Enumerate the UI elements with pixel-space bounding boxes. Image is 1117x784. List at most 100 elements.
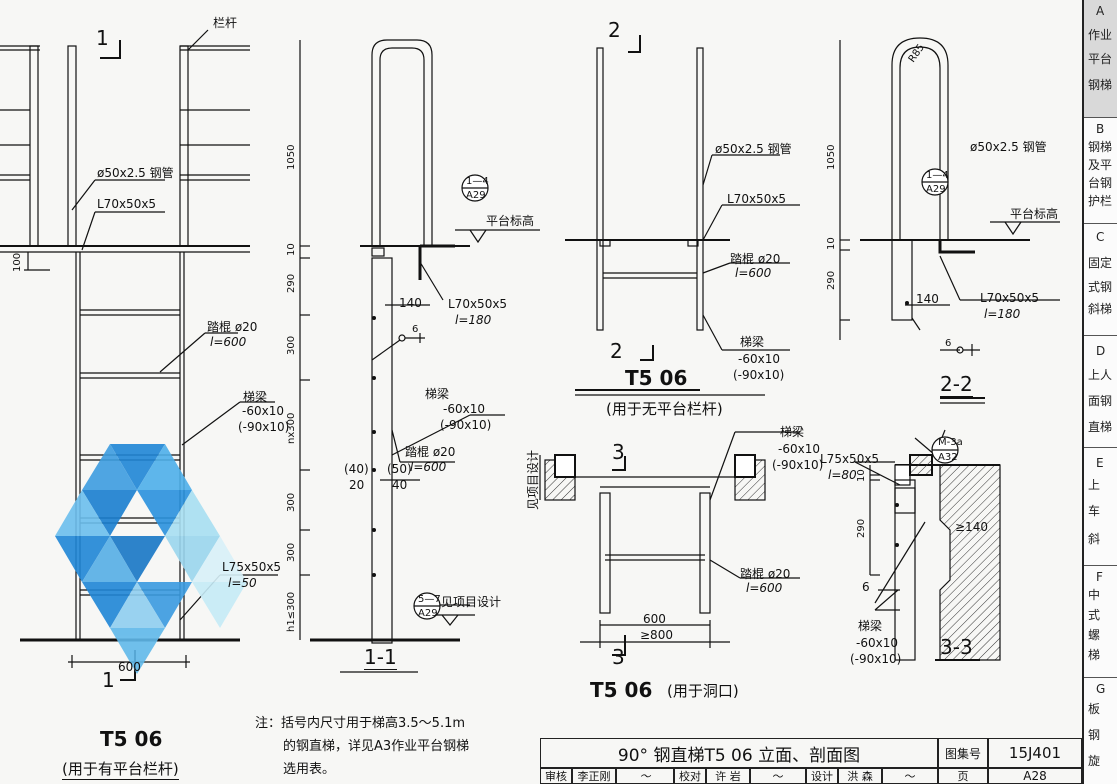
- section-3-3-title: 3-3: [940, 635, 973, 660]
- dim-300-a: 300: [286, 335, 297, 355]
- label-angle: L70x50x5: [97, 197, 157, 211]
- dim-40: 40: [392, 478, 408, 492]
- label-railing: 栏杆: [213, 16, 238, 30]
- beam-a-1-1: -60x10: [443, 402, 485, 416]
- ref-3-3-b: A32: [938, 452, 958, 463]
- dim-10-2-2: 10: [826, 237, 837, 250]
- dim-290: 290: [286, 273, 297, 293]
- dim-300-c: 300: [286, 542, 297, 562]
- reviewer-name: 李正刚: [572, 768, 616, 784]
- dim-290-3-3: 290: [856, 518, 867, 538]
- beam-label-1-1: 梯梁: [425, 387, 450, 401]
- designer-name: 洪 森: [838, 768, 882, 784]
- beam-b-3-3: (-90x10): [850, 652, 902, 666]
- page-label: 页: [938, 768, 988, 784]
- index-item-f[interactable]: F 中 式 螺 梯: [1084, 566, 1117, 678]
- ref-top-a: 1—4: [466, 176, 489, 187]
- dim-300-b: 300: [286, 492, 297, 512]
- ref-2-2-b: A29: [926, 184, 946, 195]
- angle-label-2: L70x50x5: [727, 192, 787, 206]
- beam-a-2: -60x10: [738, 352, 780, 366]
- atlas-label: 图集号: [938, 738, 988, 768]
- beam-a-3: -60x10: [778, 442, 820, 456]
- project-design-3: 见项目设计: [526, 449, 540, 510]
- design-label: 设计: [806, 768, 838, 784]
- watermark-logo: [55, 444, 247, 674]
- index-item-e[interactable]: E 上 车 斜: [1084, 448, 1117, 566]
- section-1-1-title: 1-1: [364, 645, 397, 670]
- section-mark-1-top: 1: [96, 26, 109, 50]
- page-number: A28: [988, 768, 1082, 784]
- label-beam: 梯梁: [243, 390, 268, 404]
- angle-length-3-3: l=80: [828, 468, 857, 482]
- index-item-c[interactable]: C 固定 式钢 斜梯: [1084, 224, 1117, 336]
- rung-label-3: 踏棍 ø20: [740, 567, 791, 581]
- rung-length-3: l=600: [746, 581, 783, 595]
- label-pipe: ø50x2.5 钢管: [97, 166, 174, 180]
- ref-3-3-a: M-3a: [938, 437, 963, 448]
- label-beam-a: -60x10: [242, 404, 284, 418]
- opening-view-subtitle: (用于洞口): [667, 682, 739, 700]
- left-view-title: T5 06: [100, 727, 163, 751]
- dim-800-3: ≥800: [640, 628, 673, 642]
- rung-length-2: l=600: [735, 266, 772, 280]
- checker-name: 许 岩: [706, 768, 750, 784]
- dim-100: 100: [12, 252, 23, 272]
- rung-length-1-1: l=600: [410, 460, 447, 474]
- platform-elevation-2-2: 平台标高: [1010, 207, 1059, 221]
- dim-140-3-3: ≥140: [955, 520, 988, 534]
- beam-label-3: 梯梁: [780, 425, 805, 439]
- note-line-3: 选用表。: [283, 762, 336, 777]
- section-2-2-title: 2-2: [940, 372, 973, 397]
- dim-10-3-3: 10: [856, 469, 867, 482]
- dim-290-2-2: 290: [826, 270, 837, 290]
- review-label: 审核: [540, 768, 572, 784]
- section-mark-3-top: 3: [612, 440, 625, 464]
- label-angle-2: L75x50x5: [222, 560, 282, 574]
- dim-20: 20: [349, 478, 365, 492]
- beam-label-2: 梯梁: [740, 335, 765, 349]
- ref-bottom-a: 5—7: [418, 594, 441, 605]
- angle-length-1-1: l=180: [455, 313, 492, 327]
- label-rung-length: l=600: [210, 335, 247, 349]
- dim-140-2-2: 140: [916, 292, 939, 306]
- no-rail-view-subtitle: (用于无平台栏杆): [606, 400, 723, 418]
- label-rung: 踏棍 ø20: [207, 320, 258, 334]
- opening-view-title: T5 06: [590, 678, 653, 702]
- label-angle-2-length: l=50: [228, 576, 257, 590]
- beam-b-2: (-90x10): [733, 368, 785, 382]
- dim-140: 140: [399, 296, 422, 310]
- dim-1050-2-2: 1050: [826, 144, 837, 170]
- index-sidebar: A 作业 平台 钢梯 B 钢梯 及平 台钢 护栏 C 固定 式钢 斜梯 D 上人…: [1082, 0, 1117, 784]
- dim-50-paren: (50): [387, 462, 412, 476]
- reviewer-signature: 〜: [616, 768, 674, 784]
- designer-signature: 〜: [882, 768, 938, 784]
- angle-length-2-2: l=180: [984, 307, 1021, 321]
- ref-top-b: A29: [466, 190, 486, 201]
- drawing-title: 90° 钢直梯T5 06 立面、剖面图: [540, 738, 938, 768]
- rung-label-2: 踏棍 ø20: [730, 252, 781, 266]
- index-item-a[interactable]: A 作业 平台 钢梯: [1084, 0, 1117, 118]
- project-design-label: 见项目设计: [441, 595, 502, 609]
- note-line-1: 注：括号内尺寸用于梯高3.5～5.1m: [255, 716, 466, 731]
- index-item-d[interactable]: D 上人 面钢 直梯: [1084, 336, 1117, 448]
- dim-40-paren: (40): [344, 462, 369, 476]
- dim-10: 10: [286, 243, 297, 256]
- atlas-number: 15J401: [988, 738, 1082, 768]
- rung-label-1-1: 踏棍 ø20: [405, 445, 456, 459]
- title-block: 90° 钢直梯T5 06 立面、剖面图 图集号 15J401 审核 李正刚 〜 …: [540, 738, 1082, 784]
- check-label: 校对: [674, 768, 706, 784]
- note-line-2: 的钢直梯，详见A3作业平台钢梯: [283, 739, 470, 754]
- angle-label-3-3: L75x50x5: [820, 452, 880, 466]
- index-item-b[interactable]: B 钢梯 及平 台钢 护栏: [1084, 118, 1117, 224]
- weld-6-1-1: 6: [412, 324, 419, 335]
- weld-6-2-2: 6: [945, 338, 952, 349]
- dim-600-3: 600: [643, 612, 666, 626]
- index-item-g[interactable]: G 板 钢 旋: [1088, 682, 1106, 768]
- pipe-label-2-2: ø50x2.5 钢管: [970, 140, 1047, 154]
- platform-elevation-label: 平台标高: [486, 214, 535, 228]
- dim-h1: h1≤300: [286, 591, 297, 632]
- weld-6-3-3: 6: [862, 580, 870, 594]
- label-beam-b: (-90x10): [238, 420, 290, 434]
